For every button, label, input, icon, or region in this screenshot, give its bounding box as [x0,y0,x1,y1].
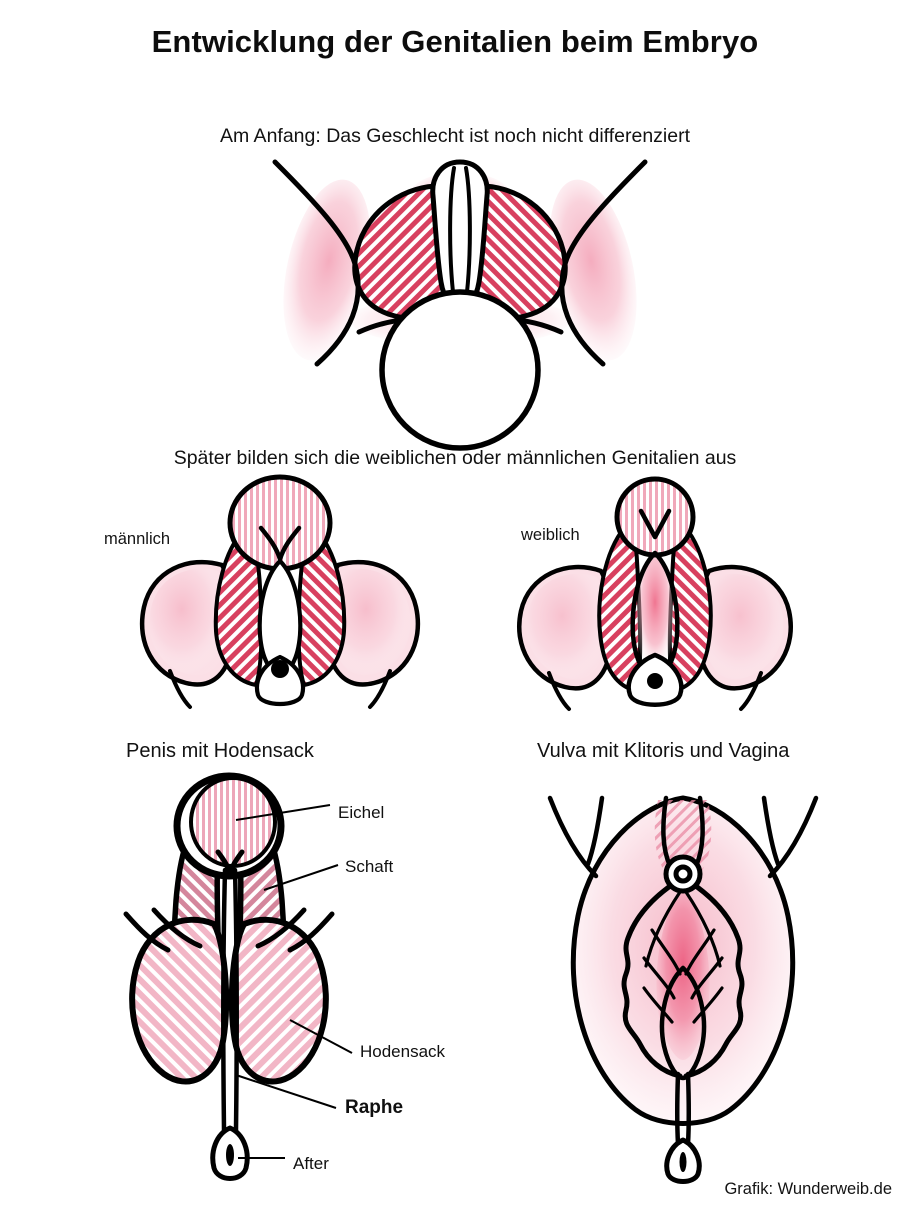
clitoral-notch [638,508,672,540]
leader-hodensack [289,1019,353,1054]
page-title: Entwicklung der Genitalien beim Embryo [151,24,759,59]
right-thigh-crease-inner [761,795,781,867]
right-fold-wash [333,568,411,676]
vulva-svg [547,795,819,1184]
rugae-left-3 [642,956,676,1000]
urethral-groove-right [464,166,472,294]
stage2-heading: Später bilden sich die weiblichen oder m… [173,447,737,469]
leader-raphe [235,1074,337,1109]
figure-penis-scrotum [118,772,368,1198]
mons-hatching [654,800,712,874]
label-female: weiblich [521,526,580,544]
scrotum-right-wing [287,911,335,953]
callout-leader-lines [235,804,353,1159]
anus-slit [226,1144,234,1166]
callout-raphe: Raphe [345,1097,404,1118]
clitoral-glans [614,476,696,558]
raphe-line-left [221,867,228,1133]
left-leg-contour [168,669,192,709]
left-thigh-crease-inner [585,795,605,867]
right-thigh-contour [559,159,648,367]
anal-circle [379,289,541,451]
graphic-credit: Grafik: Wunderweib.de [724,1180,892,1198]
caption-penis-scrotum: Penis mit Hodensack [126,740,314,762]
scrotum-right-inner-wing [255,907,307,949]
left-fold-wash [526,573,606,680]
clitoris-inner-dot [673,864,693,884]
raphe-line-right [232,867,239,1133]
scrotum-left-wing [123,911,171,953]
perineal-raphe-right [685,1071,691,1147]
left-fold-wash [149,568,227,676]
leader-schaft [263,864,339,891]
scrotum-left-inner-wing [151,907,203,949]
penis-scrotum-svg [123,772,335,1181]
label-male: männlich [104,530,171,548]
right-leg-contour [368,669,392,709]
anus-dot [271,660,289,678]
undifferentiated-svg [272,159,648,451]
anus-slit [679,1152,687,1172]
leader-eichel [235,804,331,821]
cleft-right [693,795,705,869]
left-outer-wash [283,179,371,361]
rugae-right-1 [684,890,722,968]
urethral-groove-left [448,166,456,294]
scrotum-right [228,916,329,1085]
labia-minora-right [683,879,745,1079]
callout-eichel: Eichel [338,803,385,822]
right-thigh-crease-outer [767,795,819,879]
scrotum-left [129,916,230,1085]
figure-female-developing [505,475,805,711]
rugae-right-3 [690,956,724,1000]
perineal-raphe-left [675,1071,681,1147]
caption-vulva: Vulva mit Klitoris und Vagina [537,740,790,762]
female-developing-svg [517,476,793,711]
genital-tubercle [430,159,490,311]
cleft-left [661,795,673,869]
figure-male-developing [130,474,430,710]
labia-minora-left [621,879,683,1079]
right-fold-wash [704,573,784,680]
male-developing-svg [139,474,421,709]
left-thigh-crease-outer [547,795,599,879]
rugae-right-4 [692,986,724,1024]
stage1-heading: Am Anfang: Das Geschlecht ist noch nicht… [219,125,691,147]
right-outer-wash [549,179,637,361]
vaginal-opening [659,965,707,1081]
vestibule-wash [636,551,674,673]
callout-schaft: Schaft [345,857,394,876]
rugae-left-1 [644,890,682,968]
figure-undifferentiated-genitalia [255,150,665,451]
right-leg-contour [739,671,763,711]
callout-after: After [293,1154,329,1173]
rugae-left-4 [642,986,674,1024]
callout-hodensack: Hodensack [360,1042,446,1061]
anus-dot [647,673,663,689]
glans-notch [215,849,245,875]
left-leg-contour [547,671,571,711]
left-thigh-contour [272,159,361,367]
figure-vulva [540,782,830,1184]
perineum [254,654,306,707]
vestibule-wash [656,886,710,1060]
